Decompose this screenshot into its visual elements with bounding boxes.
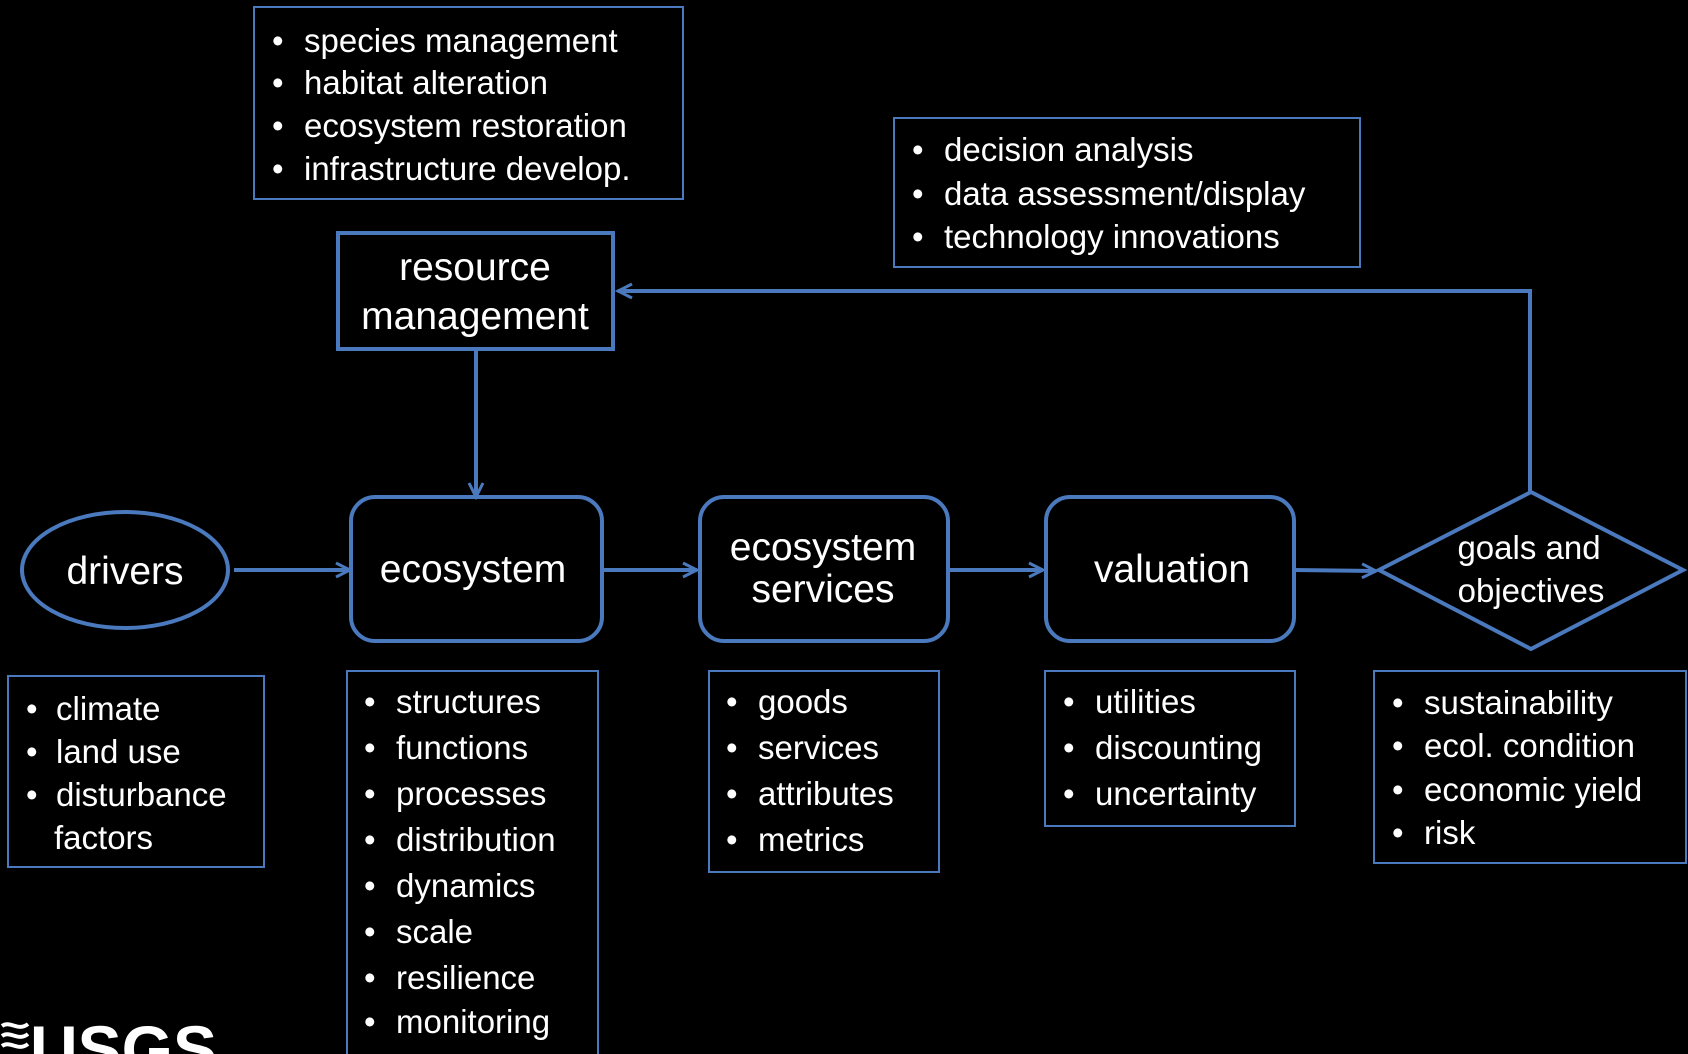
bullet-icon: • <box>726 775 738 812</box>
node-label: ecosystem <box>730 526 916 569</box>
goals-node: goals and objectives <box>1374 489 1688 652</box>
bullet-icon: • <box>364 959 376 996</box>
list-item: land use <box>56 733 181 770</box>
node-label: goals and <box>1457 529 1600 566</box>
bullet-icon: • <box>912 131 924 168</box>
bullet-icon: • <box>726 683 738 720</box>
bullet-icon: • <box>1063 683 1075 720</box>
list-item: services <box>758 729 879 766</box>
bullet-icon: • <box>364 867 376 904</box>
bullet-icon: • <box>726 729 738 766</box>
arrow-feedback-to-resource <box>618 291 1532 492</box>
bullet-icon: • <box>364 1003 376 1040</box>
node-label: drivers <box>66 550 183 593</box>
bullet-icon: • <box>364 913 376 950</box>
list-item: dynamics <box>396 867 535 904</box>
resource-management-node: resource management <box>336 231 615 351</box>
list-item: attributes <box>758 775 894 812</box>
logo-text: USGS <box>30 1012 217 1054</box>
bullet-icon: • <box>26 776 38 813</box>
bullet-icon: • <box>272 64 284 101</box>
node-label: resource <box>399 246 551 289</box>
ecosystem-services-node: ecosystem services <box>698 495 950 643</box>
bullet-icon: • <box>1063 729 1075 766</box>
list-item: economic yield <box>1424 771 1642 808</box>
node-label: ecosystem <box>380 548 566 591</box>
connectors <box>234 291 1532 571</box>
bullet-icon: • <box>1392 814 1404 851</box>
bullet-icon: • <box>364 821 376 858</box>
bullet-icon: • <box>1392 684 1404 721</box>
list-item: monitoring <box>396 1003 550 1040</box>
list-item: distribution <box>396 821 556 858</box>
list-item: ecol. condition <box>1424 727 1635 764</box>
list-item: metrics <box>758 821 864 858</box>
list-item: structures <box>396 683 541 720</box>
list-item: uncertainty <box>1095 775 1257 812</box>
arrow-valuation-to-goals <box>1293 570 1376 571</box>
bullet-icon: • <box>26 733 38 770</box>
valuation-node: valuation <box>1044 495 1296 643</box>
drivers-list-box: • climate • land use • disturbance facto… <box>7 675 265 868</box>
list-item: functions <box>396 729 528 766</box>
bullet-icon: • <box>364 683 376 720</box>
list-item: processes <box>396 775 546 812</box>
list-item: discounting <box>1095 729 1262 766</box>
node-label: objectives <box>1458 572 1605 609</box>
list-item: scale <box>396 913 473 950</box>
list-item: sustainability <box>1424 684 1613 721</box>
list-item: resilience <box>396 959 535 996</box>
goals-list-box: • sustainability • ecol. condition • eco… <box>1373 670 1687 864</box>
list-item: disturbance <box>56 776 227 813</box>
node-label: valuation <box>1094 548 1250 591</box>
node-label: management <box>361 295 589 338</box>
list-item: goods <box>758 683 848 720</box>
list-item: technology innovations <box>944 218 1280 255</box>
bullet-icon: • <box>364 729 376 766</box>
usgs-wave-icon <box>0 1022 30 1049</box>
bullet-icon: • <box>1392 771 1404 808</box>
list-item: utilities <box>1095 683 1196 720</box>
valuation-list-box: • utilities • discounting • uncertainty <box>1044 670 1296 827</box>
node-label: services <box>751 568 894 611</box>
bullet-icon: • <box>726 821 738 858</box>
bullet-icon: • <box>1392 727 1404 764</box>
usgs-logo: USGS <box>0 1012 217 1054</box>
resource-actions-box: • species management • habitat alteratio… <box>253 6 684 200</box>
bullet-icon: • <box>912 218 924 255</box>
list-item: climate <box>56 690 161 727</box>
drivers-node: drivers <box>20 510 230 630</box>
list-item: data assessment/display <box>944 175 1306 212</box>
decision-tools-box: • decision analysis • data assessment/di… <box>893 117 1361 268</box>
ecosystem-node: ecosystem <box>349 495 604 643</box>
bullet-icon: • <box>26 690 38 727</box>
bullet-icon: • <box>912 175 924 212</box>
bullet-icon: • <box>1063 775 1075 812</box>
list-item: habitat alteration <box>304 64 548 101</box>
list-item: ecosystem restoration <box>304 107 627 144</box>
list-item: species management <box>304 22 618 59</box>
list-item: factors <box>54 819 153 856</box>
list-item: decision analysis <box>944 131 1193 168</box>
ecosystem-list-box: • structures • functions • processes • d… <box>346 670 599 1054</box>
bullet-icon: • <box>272 150 284 187</box>
list-item: risk <box>1424 814 1476 851</box>
bullet-icon: • <box>272 22 284 59</box>
services-list-box: • goods • services • attributes • metric… <box>708 670 940 873</box>
list-item: infrastructure develop. <box>304 150 631 187</box>
bullet-icon: • <box>272 107 284 144</box>
bullet-icon: • <box>364 775 376 812</box>
